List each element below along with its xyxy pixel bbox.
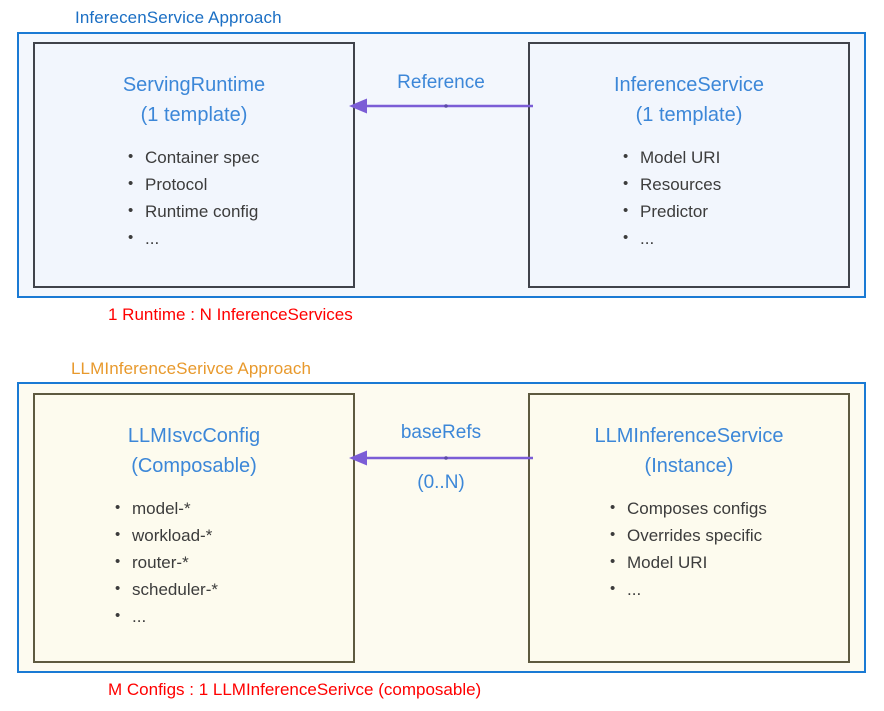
list-item: Predictor xyxy=(530,197,848,225)
relation-baserefs: baseRefs (0..N) xyxy=(349,410,533,500)
list-item: workload-* xyxy=(35,521,353,549)
entity-box-llmisvcconfig: LLMIsvcConfig (Composable) model-* workl… xyxy=(33,393,355,663)
entity-name-servingruntime: ServingRuntime xyxy=(122,74,266,96)
entity-bullets-inferenceservice: Model URI Resources Predictor ... xyxy=(530,130,848,252)
section-title-llminferenceservice: LLMInferenceSerivce Approach xyxy=(71,359,311,378)
relation-cardinality-baserefs: (0..N) xyxy=(417,472,465,493)
list-item: Model URI xyxy=(530,548,848,576)
entity-name-llminferenceservice: LLMInferenceService xyxy=(594,425,784,447)
list-item: ... xyxy=(35,224,353,252)
relation-reference: Reference xyxy=(349,60,533,118)
entity-name-llmisvcconfig: LLMIsvcConfig xyxy=(127,425,261,447)
list-item: Model URI xyxy=(530,143,848,171)
relation-label-reference: Reference xyxy=(397,72,485,93)
entity-heading-servingruntime: ServingRuntime (1 template) xyxy=(35,44,353,130)
entity-heading-inferenceservice: InferenceService (1 template) xyxy=(530,44,848,130)
list-item: Overrides specific xyxy=(530,521,848,549)
arrow-left-icon xyxy=(349,98,533,114)
entity-bullets-llminferenceservice: Composes configs Overrides specific Mode… xyxy=(530,481,848,603)
caption-configs-ratio: M Configs : 1 LLMInferenceSerivce (compo… xyxy=(108,680,482,699)
entity-subtitle-inferenceservice: (1 template) xyxy=(635,104,743,126)
entity-bullets-llmisvcconfig: model-* workload-* router-* scheduler-* … xyxy=(35,481,353,630)
caption-runtime-ratio: 1 Runtime : N InferenceServices xyxy=(108,305,353,324)
relation-label-baserefs: baseRefs xyxy=(400,422,482,443)
arrow-left-icon xyxy=(349,450,533,466)
entity-box-servingruntime: ServingRuntime (1 template) Container sp… xyxy=(33,42,355,288)
entity-name-inferenceservice: InferenceService xyxy=(613,74,765,96)
entity-box-inferenceservice: InferenceService (1 template) Model URI … xyxy=(528,42,850,288)
list-item: model-* xyxy=(35,494,353,522)
entity-heading-llmisvcconfig: LLMIsvcConfig (Composable) xyxy=(35,395,353,481)
entity-subtitle-llminferenceservice: (Instance) xyxy=(644,455,734,477)
entity-bullets-servingruntime: Container spec Protocol Runtime config .… xyxy=(35,130,353,252)
list-item: router-* xyxy=(35,548,353,576)
list-item: Resources xyxy=(530,170,848,198)
list-item: Runtime config xyxy=(35,197,353,225)
entity-box-llminferenceservice: LLMInferenceService (Instance) Composes … xyxy=(528,393,850,663)
entity-subtitle-servingruntime: (1 template) xyxy=(140,104,248,126)
entity-subtitle-llmisvcconfig: (Composable) xyxy=(131,455,257,477)
list-item: Container spec xyxy=(35,143,353,171)
section-title-inferenceservice: InferecenService Approach xyxy=(75,8,282,27)
list-item: ... xyxy=(530,575,848,603)
list-item: ... xyxy=(530,224,848,252)
list-item: scheduler-* xyxy=(35,575,353,603)
entity-heading-llminferenceservice: LLMInferenceService (Instance) xyxy=(530,395,848,481)
list-item: ... xyxy=(35,602,353,630)
list-item: Protocol xyxy=(35,170,353,198)
list-item: Composes configs xyxy=(530,494,848,522)
